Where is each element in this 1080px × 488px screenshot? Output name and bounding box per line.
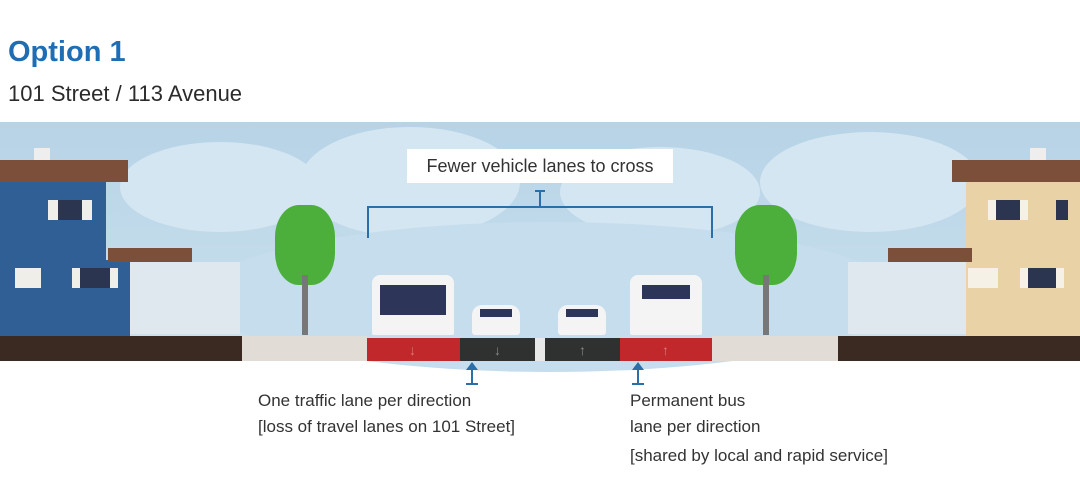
sidewalk-left bbox=[242, 336, 367, 361]
page-subtitle: 101 Street / 113 Avenue bbox=[8, 81, 243, 106]
page-title: Option 1 bbox=[8, 36, 126, 68]
bus-lane-northbound: ↑ bbox=[620, 338, 712, 361]
tree-left bbox=[275, 205, 335, 335]
callout-fewer-lanes: Fewer vehicle lanes to cross bbox=[407, 149, 673, 183]
bus-northbound bbox=[630, 275, 702, 335]
tree-right bbox=[735, 205, 797, 335]
front-yard-left bbox=[0, 336, 242, 361]
callout-traffic-lane: One traffic lane per direction [loss of … bbox=[258, 388, 515, 439]
left-house bbox=[0, 148, 240, 336]
pointer-line-traffic-lane bbox=[471, 368, 473, 384]
right-house bbox=[848, 148, 1080, 336]
front-yard-right bbox=[838, 336, 1080, 361]
pointer-line-bus-lane bbox=[637, 368, 639, 384]
callout-bus-lane-line1: Permanent bus bbox=[630, 391, 746, 410]
callout-traffic-lane-line2: [loss of travel lanes on 101 Street] bbox=[258, 416, 516, 436]
bracket-stem bbox=[539, 190, 541, 207]
car-southbound bbox=[472, 305, 520, 335]
traffic-lane-northbound: ↑ bbox=[545, 338, 620, 361]
callout-bus-lane-line3: [shared by local and rapid service] bbox=[630, 446, 888, 465]
bracket-horizontal bbox=[367, 206, 713, 208]
car-northbound bbox=[558, 305, 606, 335]
sidewalk-right bbox=[712, 336, 838, 361]
bus-lane-southbound: ↓ bbox=[367, 338, 460, 361]
pointer-cap-bus-lane bbox=[632, 383, 644, 385]
bracket-right bbox=[711, 206, 713, 238]
traffic-lane-southbound: ↓ bbox=[460, 338, 535, 361]
pointer-arrow-bus-lane bbox=[632, 362, 644, 370]
bracket-left bbox=[367, 206, 369, 238]
bracket-cap bbox=[535, 190, 545, 192]
callout-bus-lane-line2: lane per direction bbox=[630, 416, 761, 436]
callout-traffic-lane-line1: One traffic lane per direction bbox=[258, 391, 472, 410]
bus-southbound bbox=[372, 275, 454, 335]
pointer-cap-traffic-lane bbox=[466, 383, 478, 385]
pointer-arrow-traffic-lane bbox=[466, 362, 478, 370]
median bbox=[535, 338, 545, 361]
callout-bus-lane: Permanent bus lane per direction [shared… bbox=[630, 388, 888, 469]
